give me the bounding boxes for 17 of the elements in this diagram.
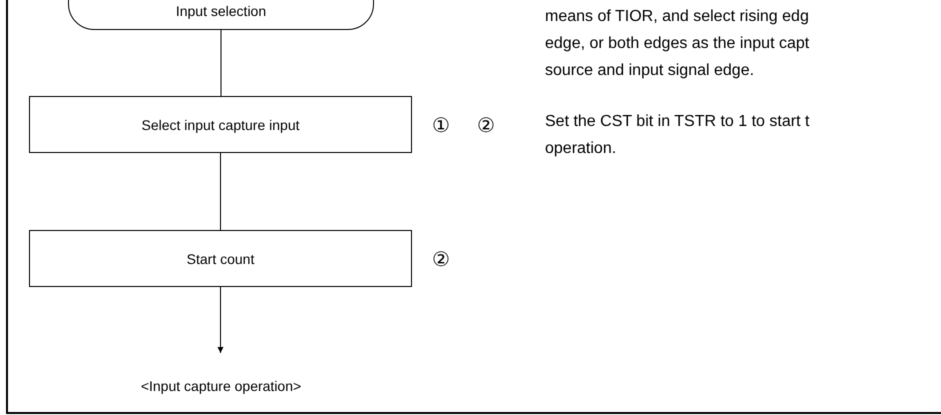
step-number: ② [432, 248, 450, 272]
connector-line [220, 152, 221, 230]
note-number: ② [477, 114, 495, 138]
note-text: operation. [545, 140, 616, 158]
step-number: ① [432, 114, 450, 138]
note-text: means of TIOR, and select rising edg [545, 8, 809, 26]
end-label: <Input capture operation> [140, 378, 302, 394]
process-box [29, 230, 412, 287]
step-label: Input selection [176, 3, 266, 19]
note-text: source and input signal edge. [545, 62, 754, 80]
connector-line [220, 30, 222, 96]
step-label: Select input capture input [142, 116, 300, 132]
step-label: Start count [186, 250, 254, 266]
arrow [218, 286, 224, 354]
note-text: edge, or both edges as the input capt [545, 35, 810, 53]
process-box [29, 96, 412, 153]
note-text: Set the CST bit in TSTR to 1 to start t [545, 113, 810, 131]
